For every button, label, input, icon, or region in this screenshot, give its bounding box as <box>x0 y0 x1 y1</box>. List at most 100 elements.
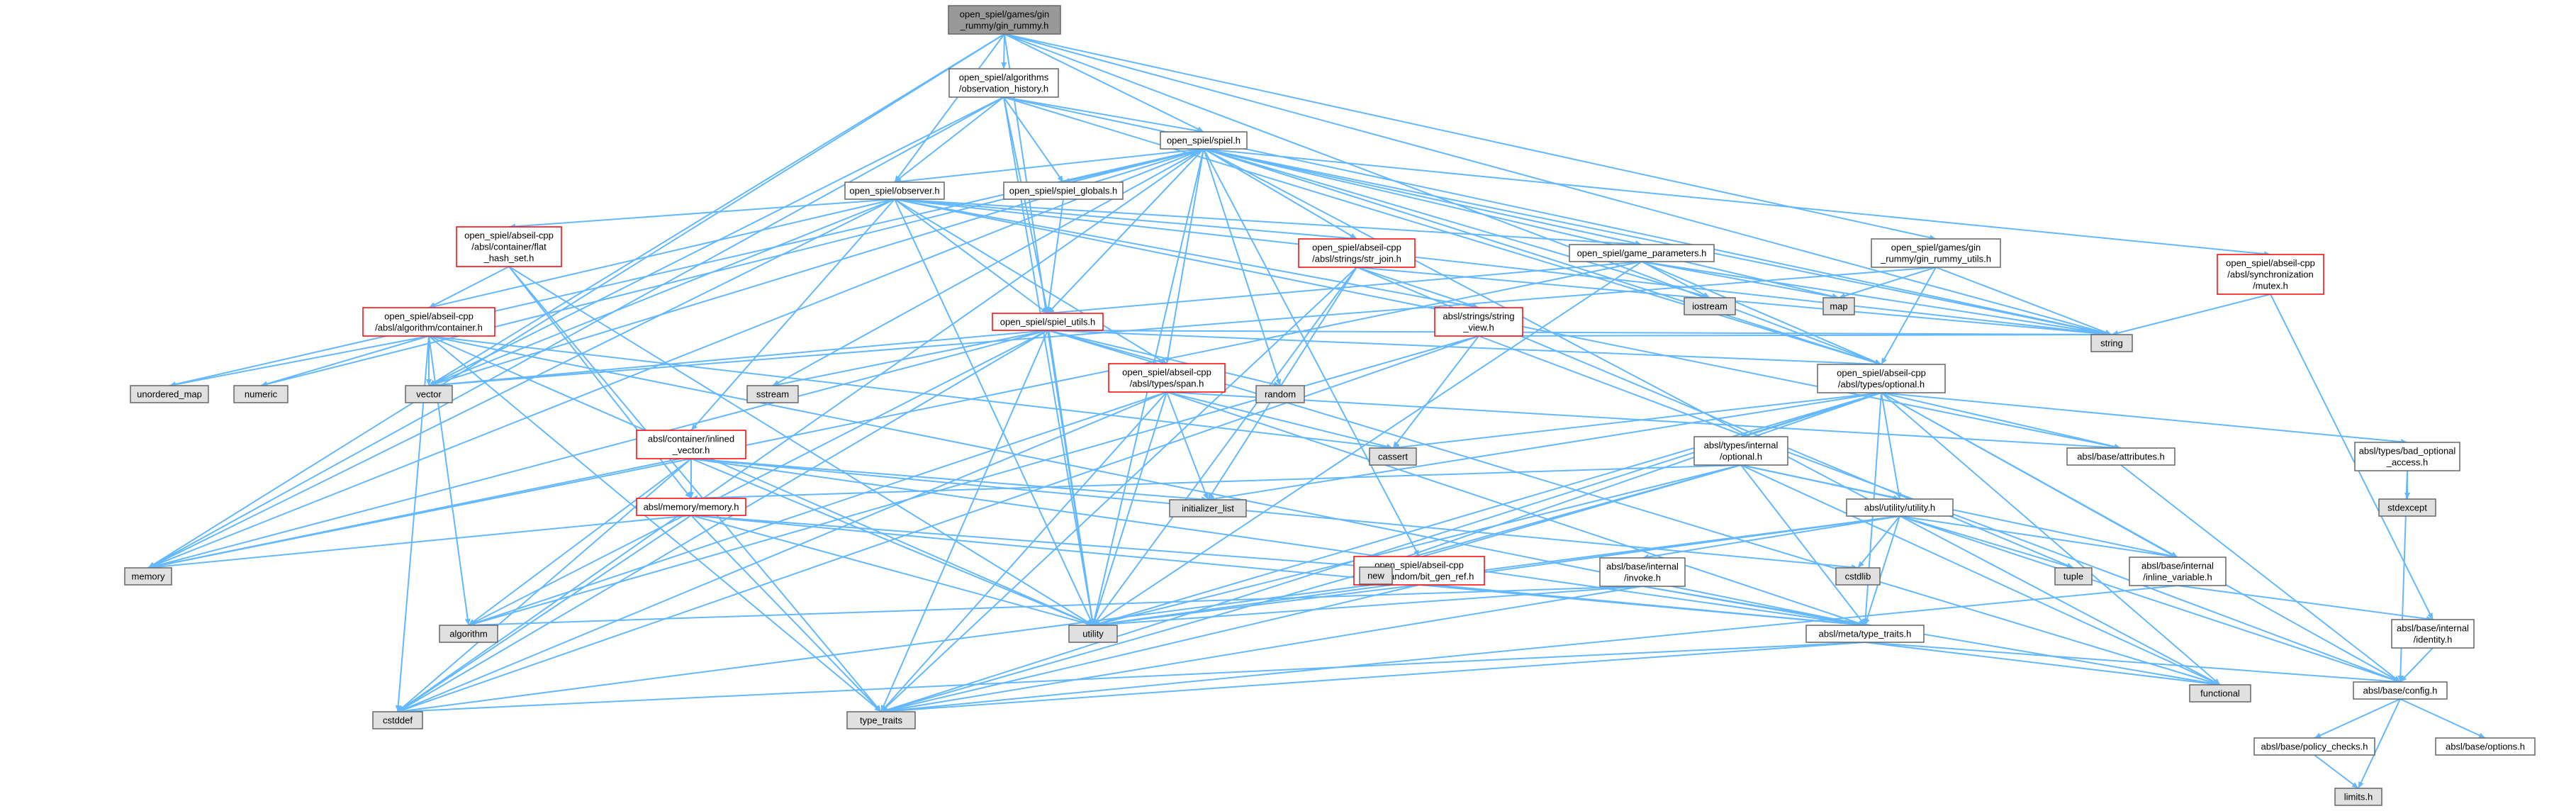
node-identity-h[interactable]: absl/base/internal/identity.h <box>2391 619 2475 649</box>
node-observation-history-h[interactable]: open_spiel/algorithms/observation_histor… <box>948 68 1059 98</box>
node-cassert[interactable]: cassert <box>1369 447 1417 466</box>
edge-spiel_utils_h-to-sstream <box>772 330 1048 386</box>
node-cstddef[interactable]: cstddef <box>372 711 423 729</box>
node-box <box>130 385 209 403</box>
node-tuple[interactable]: tuple <box>2054 567 2093 586</box>
node-box <box>1003 181 1124 200</box>
edge-game_parameters_h-to-spiel_utils_h <box>1047 261 1642 314</box>
node-utility-h[interactable]: absl/utility/utility.h <box>1846 498 1954 517</box>
node-observer-h[interactable]: open_spiel/observer.h <box>844 181 945 200</box>
node-vector[interactable]: vector <box>405 385 453 403</box>
node-box <box>1569 244 1715 262</box>
node-type-traits[interactable]: type_traits <box>846 711 916 729</box>
edge-internal_optional_h-to-inline_variable_h <box>1740 464 2178 558</box>
edge-observation_history_h-to-spiel_globals_h <box>1003 96 1064 183</box>
node-spiel-globals-h[interactable]: open_spiel/spiel_globals.h <box>1003 181 1124 200</box>
edge-utility_h-to-config_h <box>1899 515 2401 683</box>
node-internal-optional-h[interactable]: absl/types/internal/optional.h <box>1693 436 1788 466</box>
node-numeric[interactable]: numeric <box>233 385 289 403</box>
edge-utility_h-to-utility <box>1092 515 1900 626</box>
edge-invoke_h-to-algorithm <box>468 586 1643 626</box>
node-type-traits-h[interactable]: absl/meta/type_traits.h <box>1805 625 1925 643</box>
edge-spiel_h-to-str_join_h <box>1203 148 1357 240</box>
node-cstdlib[interactable]: cstdlib <box>1835 567 1881 586</box>
node-iostream[interactable]: iostream <box>1684 297 1736 315</box>
node-memory-h[interactable]: absl/memory/memory.h <box>636 498 746 516</box>
node-random[interactable]: random <box>1255 385 1305 403</box>
node-options-h[interactable]: absl/base/options.h <box>2435 737 2536 756</box>
node-box <box>1255 385 1305 403</box>
node-string[interactable]: string <box>2090 334 2133 352</box>
node-str-join-h[interactable]: open_spiel/abseil-cpp/absl/strings/str_j… <box>1298 238 1416 268</box>
edge-observer_h-to-flat_hash_set_h <box>508 198 895 228</box>
node-attributes-h[interactable]: absl/base/attributes.h <box>2066 447 2175 466</box>
node-policy-checks-h[interactable]: absl/base/policy_checks.h <box>2253 737 2375 756</box>
node-box <box>992 313 1104 331</box>
node-new[interactable]: new <box>1359 566 1393 585</box>
edge-spiel_utils_h-to-string <box>1047 330 2112 335</box>
node-gin-rummy-utils-h[interactable]: open_spiel/games/gin_rummy/gin_rummy_uti… <box>1871 238 2001 268</box>
node-box <box>1298 238 1416 268</box>
node-label: /identity.h <box>2414 634 2453 645</box>
node-initializer-list[interactable]: initializer_list <box>1169 499 1247 518</box>
edge-spiel_h-to-string <box>1203 148 2112 335</box>
node-label: /absl/types/optional.h <box>1838 379 1925 390</box>
node-functional[interactable]: functional <box>2189 684 2251 703</box>
node-flat-hash-set-h[interactable]: open_spiel/abseil-cpp/absl/container/fla… <box>456 226 562 267</box>
edge-span_h-to-cstddef <box>397 391 1167 712</box>
node-game-parameters-h[interactable]: open_spiel/game_parameters.h <box>1569 244 1715 262</box>
edge-arrowhead-config_h-to-policy_checks_h <box>2314 732 2322 738</box>
edge-span_h-to-cassert <box>1166 391 1394 449</box>
edge-spiel_utils_h-to-cstddef <box>397 330 1048 712</box>
node-label: _access.h <box>2386 457 2429 468</box>
edge-inlined_vector_h-to-cstdlib <box>690 458 1859 569</box>
node-container-h[interactable]: open_spiel/abseil-cpp/absl/algorithm/con… <box>362 307 495 337</box>
node-mutex-h[interactable]: open_spiel/abseil-cpp/absl/synchronizati… <box>2217 254 2324 295</box>
node-limits-h[interactable]: limits.h <box>2334 788 2382 806</box>
edge-memory_h-to-cstddef <box>397 515 692 712</box>
node-sstream[interactable]: sstream <box>746 385 799 403</box>
node-optional-h[interactable]: open_spiel/abseil-cpp/absl/types/optiona… <box>1817 364 1946 393</box>
node-spiel-h[interactable]: open_spiel/spiel.h <box>1160 131 1248 150</box>
node-invoke-h[interactable]: absl/base/internal/invoke.h <box>1599 557 1686 587</box>
node-box <box>2217 254 2324 295</box>
node-inlined-vector-h[interactable]: absl/container/inlined_vector.h <box>636 430 746 459</box>
edge-arrowhead-gin_rummy_utils_h-to-map <box>1839 293 1846 299</box>
node-label: open_spiel/observer.h <box>849 186 939 196</box>
edge-game_parameters_h-to-map <box>1641 261 1839 298</box>
node-stdexcept[interactable]: stdexcept <box>2378 498 2436 517</box>
node-label: cassert <box>1378 452 1408 462</box>
edge-str_join_h-to-string_view_h <box>1356 267 1479 308</box>
node-spiel-utils-h[interactable]: open_spiel/spiel_utils.h <box>992 313 1104 331</box>
edge-gin_rummy_utils_h-to-string <box>1935 267 2112 335</box>
node-map[interactable]: map <box>1822 297 1855 315</box>
edge-spiel_h-to-bit_gen_ref_h <box>1203 148 1420 557</box>
node-algorithm[interactable]: algorithm <box>439 625 498 643</box>
node-string-view-h[interactable]: absl/strings/string_view.h <box>1434 307 1523 337</box>
node-label: absl/utility/utility.h <box>1864 503 1935 513</box>
node-bad-optional-access-h[interactable]: absl/types/bad_optional_access.h <box>2354 442 2460 471</box>
edge-gin_rummy_h-to-spiel_h <box>1004 33 1204 133</box>
edge-arrowhead-spiel_h-to-spiel_utils_h <box>1048 306 1055 313</box>
node-memory[interactable]: memory <box>124 567 172 586</box>
node-span-h[interactable]: open_spiel/abseil-cpp/absl/types/span.h <box>1108 363 1226 393</box>
node-label: _hash_set.h <box>483 253 534 264</box>
node-gin-rummy-h[interactable]: open_spiel/games/gin_rummy/gin_rummy.h <box>948 5 1061 35</box>
edge-spiel_h-to-mutex_h <box>1203 148 2271 255</box>
node-utility[interactable]: utility <box>1068 625 1118 643</box>
node-config-h[interactable]: absl/base/config.h <box>2353 681 2448 700</box>
edge-attributes_h-to-config_h <box>2120 464 2401 683</box>
edge-spiel_h-to-game_parameters_h <box>1203 148 1642 245</box>
edge-spiel_h-to-observer_h <box>894 148 1204 183</box>
node-unordered-map[interactable]: unordered_map <box>130 385 209 403</box>
edge-type_traits_h-to-config_h <box>1864 642 2401 683</box>
node-inline-variable-h[interactable]: absl/base/internal/inline_variable.h <box>2129 556 2227 586</box>
edge-arrowhead-str_join_h-to-initializer_list <box>1208 493 1214 500</box>
edge-arrowhead-container_h-to-cstddef <box>395 705 401 712</box>
edge-observation_history_h-to-spiel_h <box>1003 96 1204 133</box>
edge-game_parameters_h-to-utility <box>1092 261 1642 626</box>
edge-utility_h-to-cstdlib <box>1857 515 1900 569</box>
node-label: new <box>1367 571 1384 581</box>
node-label: absl/base/internal <box>2397 623 2469 634</box>
node-box <box>636 498 746 516</box>
